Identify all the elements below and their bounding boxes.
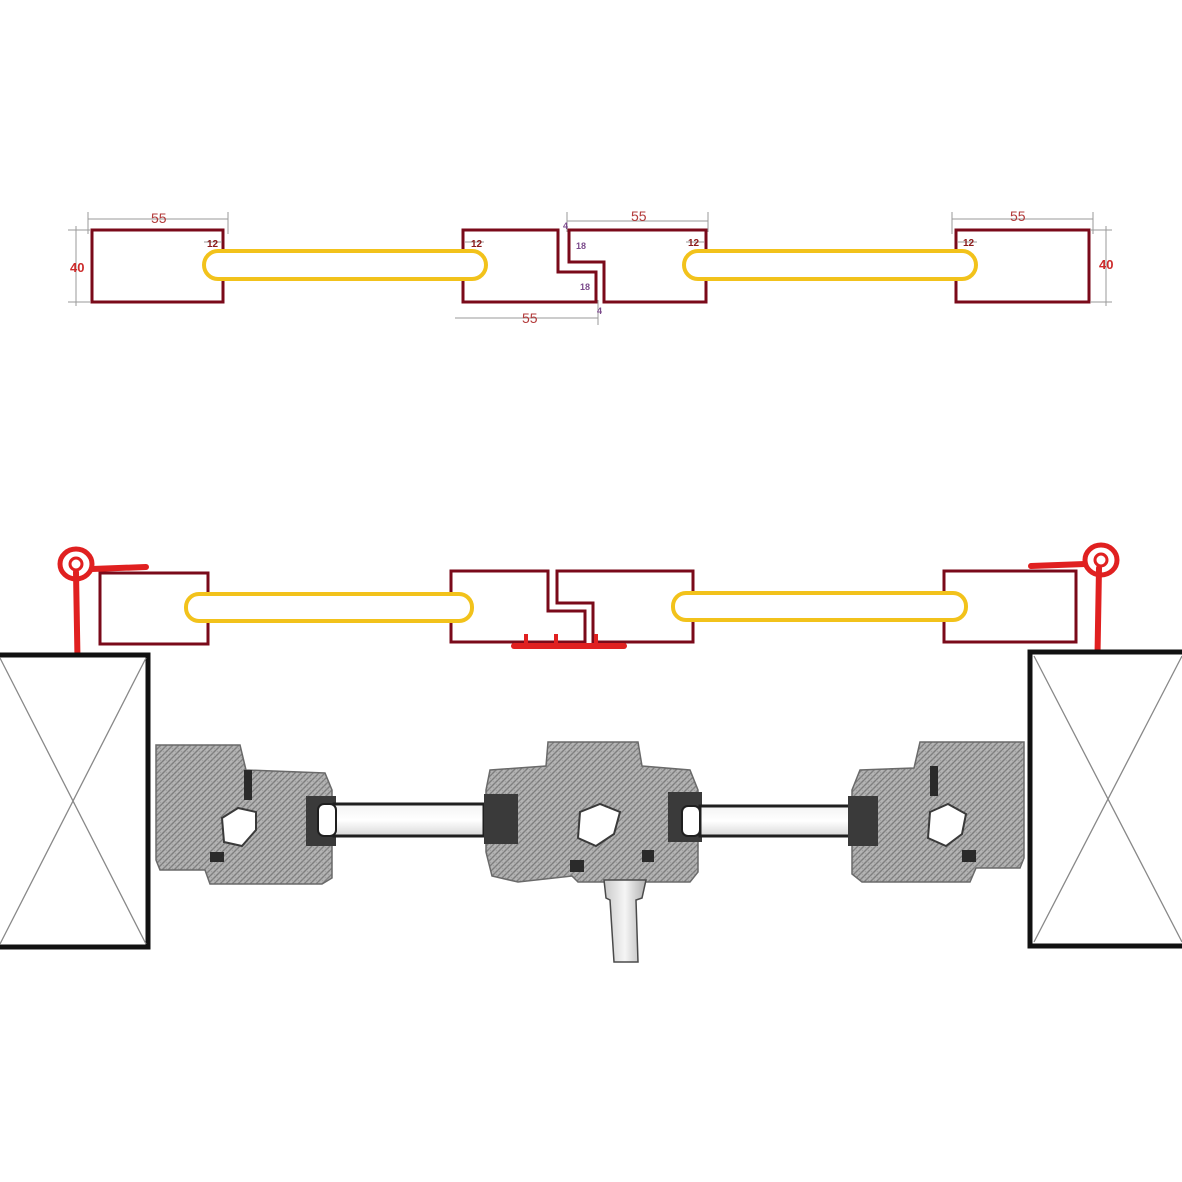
dimension-lines [68,212,1112,325]
assembly-center-left-sash [449,569,587,644]
center-right-sash-profile [567,228,708,304]
left-section-glass [332,802,486,838]
assembly-center-right-sash [555,569,695,644]
dim-rebate-3: 12 [688,238,700,249]
wall-section-icon [0,652,151,950]
dim-width-center-top: 55 [631,208,647,224]
dim-step-lower: 18 [580,282,590,292]
left-glass-pane [202,249,488,281]
hatched-profile-section [155,741,1025,963]
dim-gap-top: 4 [563,221,568,231]
dim-rebate-4: 12 [963,238,975,249]
dimensioned-profile-drawing: 55 55 55 55 40 40 12 12 12 12 18 18 4 4 [68,208,1113,326]
dim-width-center-bottom: 55 [522,310,538,326]
right-glass-pane [682,249,978,281]
right-section-glass [698,804,852,838]
dim-rebate-2: 12 [471,239,483,250]
center-left-sash-profile [461,228,598,304]
dim-gap-bottom: 4 [597,306,602,316]
dim-width-left: 55 [151,210,167,226]
dim-width-right: 55 [1010,208,1026,224]
assembly-drawing [0,542,1182,950]
dim-step-upper: 18 [576,241,586,251]
assembly-right-glass [671,591,968,622]
assembly-left-glass [184,592,474,623]
handle-icon [603,879,647,963]
dim-rebate-1: 12 [207,239,219,250]
dim-height-right: 40 [1099,257,1113,272]
dim-height-left: 40 [70,260,84,275]
wall-section-icon [1027,649,1182,949]
